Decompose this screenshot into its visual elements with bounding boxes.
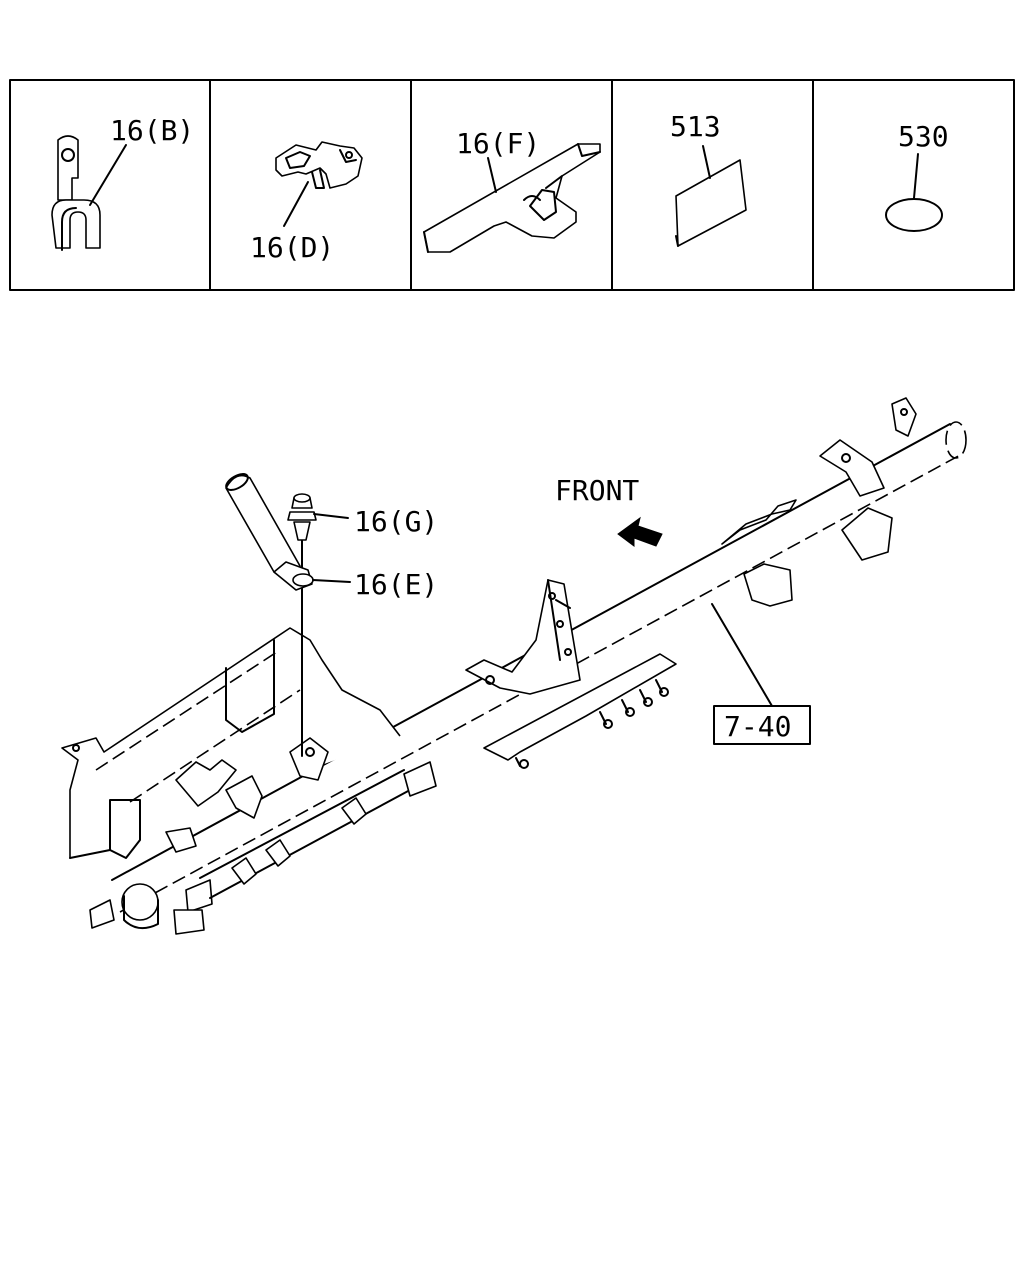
tab-left — [89, 899, 115, 929]
front-indicator: FRONT — [555, 474, 663, 547]
pad-530-drawing — [885, 198, 943, 232]
bracket-left-2 — [225, 775, 263, 819]
assembly-ref-label: 7-40 — [724, 710, 791, 743]
bolt-hole — [841, 453, 851, 463]
washer-16e-drawing — [292, 573, 314, 587]
foot-lower — [173, 909, 205, 935]
ref-box — [713, 705, 811, 745]
washer-16e[interactable]: 16(E) — [292, 568, 438, 601]
plate-513-drawing — [675, 159, 747, 247]
parts-table-border — [9, 79, 1015, 291]
left-frame — [61, 627, 401, 858]
part-cell-16f[interactable]: 16(F) — [423, 127, 601, 253]
bracket-mid-low — [403, 761, 437, 797]
clip-16d-drawing — [275, 141, 363, 189]
part-cell-530[interactable]: 530 — [885, 120, 949, 232]
clip-16b-drawing — [51, 135, 101, 251]
left-foot — [109, 799, 141, 859]
left-frame-base — [69, 849, 111, 859]
peg-end — [603, 719, 613, 729]
leader-line — [702, 145, 711, 179]
tube-cap — [121, 883, 159, 921]
bracket-right-2 — [743, 563, 793, 607]
peg-end — [519, 759, 529, 769]
assembly-ref[interactable]: 7-40 — [711, 603, 811, 745]
front-label: FRONT — [555, 474, 639, 507]
center-gusset — [465, 579, 581, 695]
part-cell-16d[interactable]: 16(D) — [250, 141, 363, 264]
bolt-hole — [900, 408, 908, 416]
part-label-513: 513 — [670, 110, 721, 143]
plate-edge — [675, 235, 679, 247]
peg-end — [643, 697, 653, 707]
bracket-left-4 — [165, 827, 197, 853]
bracket-right-1 — [721, 499, 797, 545]
leader-line — [313, 513, 349, 519]
leader-line — [711, 603, 773, 707]
leader-line — [283, 181, 309, 227]
clip-16g[interactable]: 16(G) — [287, 493, 438, 541]
parts-table — [9, 79, 1015, 291]
leader-line — [487, 157, 497, 193]
leader-line — [913, 153, 919, 199]
tube-end — [945, 421, 967, 459]
peg-end — [625, 707, 635, 717]
part-label-16b: 16(B) — [110, 114, 194, 147]
part-label-16g: 16(G) — [354, 505, 438, 538]
right-lower-rail — [483, 653, 677, 761]
rail-pegs — [515, 679, 663, 767]
cross-member-assembly[interactable] — [61, 397, 967, 935]
rail-tabs — [231, 797, 367, 885]
bolt-hole — [72, 744, 80, 752]
bracket-left-1 — [175, 759, 237, 807]
part-cell-16b[interactable]: 16(B) — [51, 114, 194, 251]
part-cell-513[interactable]: 513 — [670, 110, 747, 247]
bracket-right-3 — [819, 439, 885, 497]
bracket-16f-drawing — [423, 143, 601, 253]
tube-cap-body — [123, 895, 159, 930]
bracket-right-4 — [841, 507, 893, 561]
part-label-530: 530 — [898, 120, 949, 153]
bolt-hole — [556, 620, 564, 628]
bracket-left-5 — [185, 879, 213, 913]
part-label-16d: 16(D) — [250, 231, 334, 264]
bolt-hole — [548, 592, 556, 600]
part-label-16e: 16(E) — [354, 568, 438, 601]
bolt-hole — [564, 648, 572, 656]
leader-line — [89, 144, 127, 206]
bracket-left-3 — [289, 737, 329, 781]
left-frame-web — [225, 639, 275, 733]
bracket-right-top — [891, 397, 917, 437]
clip-16g-drawing — [287, 493, 317, 541]
leader-line — [312, 579, 351, 583]
bolt-hole — [305, 747, 315, 757]
left-frame-hidden — [95, 649, 301, 803]
front-arrow-icon — [617, 516, 663, 547]
part-label-16f: 16(F) — [456, 127, 540, 160]
bolt-hole — [485, 675, 495, 685]
peg-end — [659, 687, 669, 697]
